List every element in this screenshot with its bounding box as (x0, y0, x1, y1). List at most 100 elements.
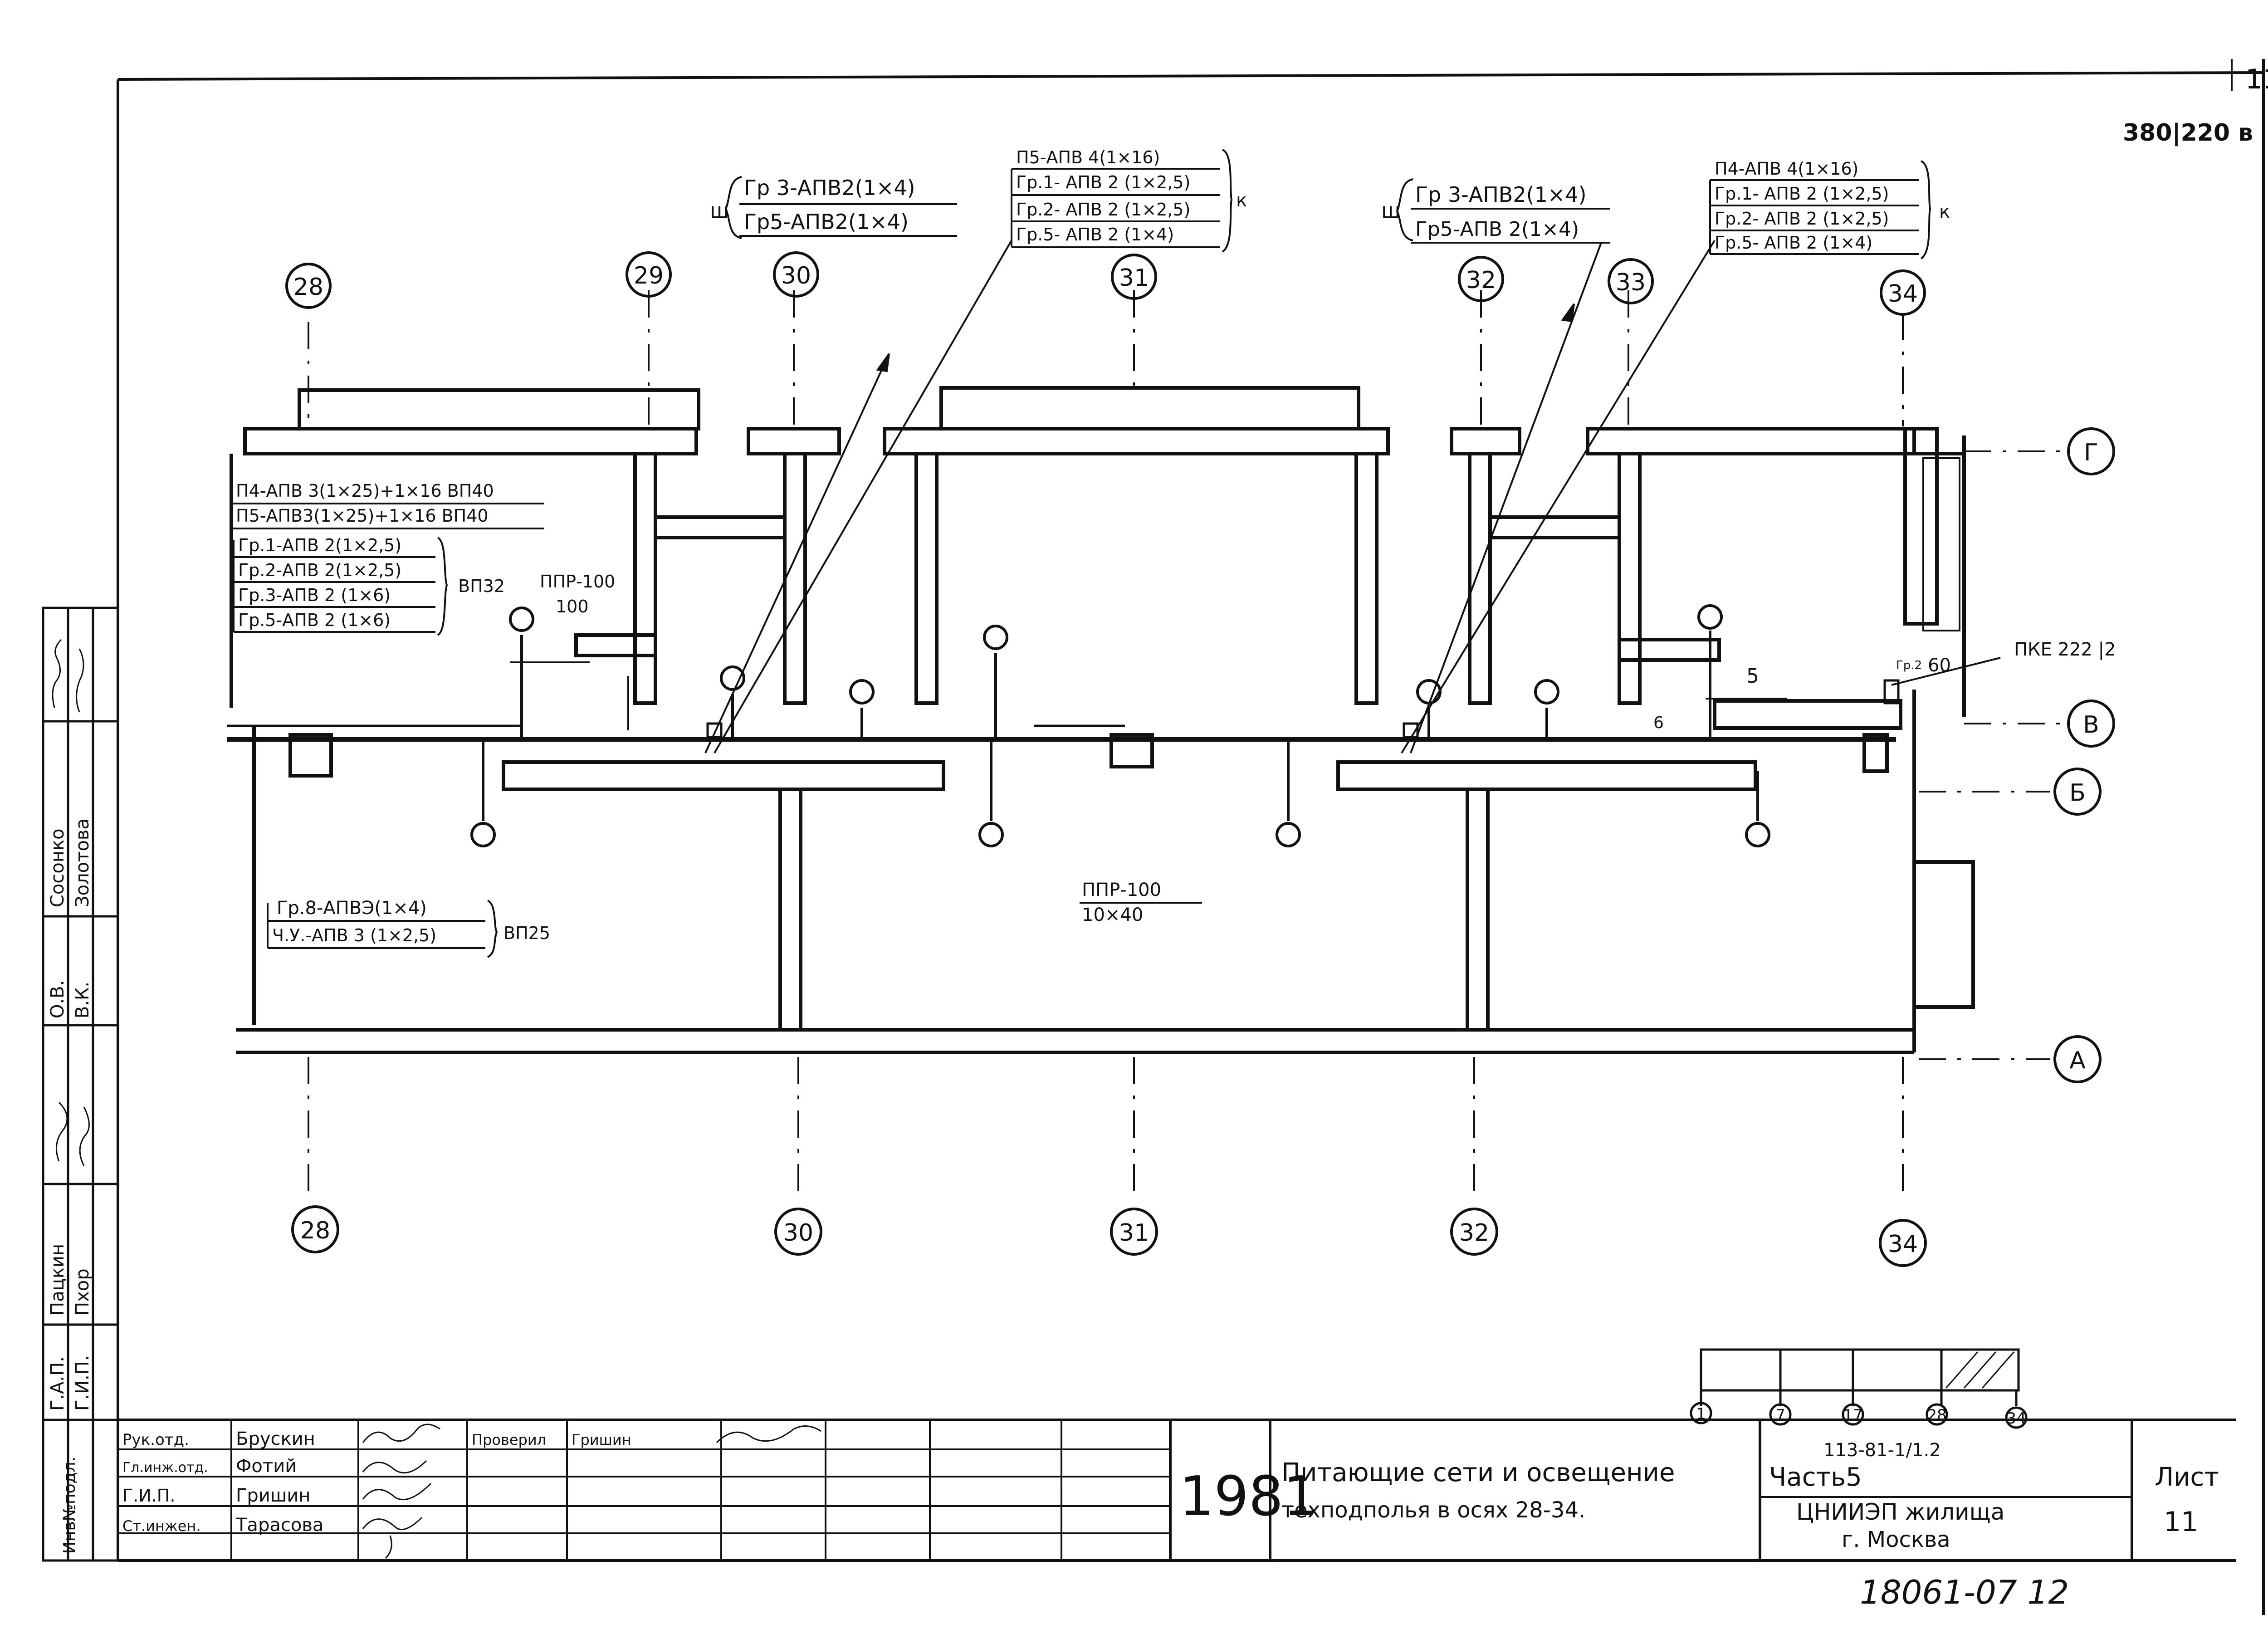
group-line: Гр.3-АПВ 2 (1×6) (238, 585, 391, 605)
staff-name: Тарасова (235, 1515, 323, 1536)
axis-marker-33: 33 (1608, 258, 1654, 304)
checked-label: Проверил (472, 1431, 546, 1448)
axis-label: А (2069, 1047, 2086, 1074)
axis-label: Г (2084, 439, 2098, 466)
pke-label: ПКЕ 222 |2 (2014, 639, 2116, 660)
callout-suffix: к (1939, 201, 1950, 222)
light-fixture (1697, 604, 1723, 739)
axis-label: 30 (783, 1219, 813, 1247)
axis-marker-31-bottom: 31 (1110, 1208, 1158, 1256)
light-fixture (849, 679, 875, 739)
axis-marker-34-bottom: 34 (1879, 1219, 1927, 1267)
staff-role: Гл.инж.отд. (122, 1460, 208, 1476)
leader-lines (510, 240, 2001, 754)
axis-bubbles-rows: Г В Б А (2053, 427, 2115, 1083)
ppr-label-top: ППР-100 (540, 572, 615, 592)
light-fixture (470, 739, 496, 847)
axis-marker-31-top: 31 (1111, 254, 1157, 300)
axis-label: 31 (1119, 1219, 1149, 1247)
gr2-label: Гр.2 (1896, 659, 1922, 672)
light-fixture (983, 625, 1008, 739)
groups-bottom: Гр.8-АПВЭ(1×4) Ч.У.-АПВ 3 (1×2,5) ВП25 (267, 898, 550, 958)
light-fixture (1276, 739, 1301, 847)
junction-boxes (706, 679, 1900, 739)
axis-label: 28 (293, 274, 323, 301)
pipe-label: ВП25 (503, 923, 550, 943)
callout-line: Гр5-АПВ2(1×4) (744, 210, 909, 234)
part-label: Часть5 (1769, 1463, 1862, 1492)
ppr-size-center: 10×40 (1082, 905, 1143, 925)
scale-label: 7 (1775, 1406, 1785, 1424)
title-signatures (362, 1424, 821, 1559)
pipe-label: ВП32 (458, 576, 505, 596)
callout-right-sh: ш Гр 3-АПВ2(1×4) Гр5-АПВ 2(1×4) (1381, 178, 1610, 244)
callout-line: Гр.2- АПВ 2 (1×2,5) (1016, 200, 1190, 220)
callout-line: Гр.5- АПВ 2 (1×4) (1715, 233, 1872, 253)
staff-role: Г.И.П. (122, 1486, 175, 1506)
stamp-name: Золотова (72, 818, 93, 907)
light-fixture (1745, 771, 1770, 847)
sheet-number: 11 (2164, 1506, 2198, 1538)
axis-bubbles-bottom: 28 30 31 32 34 (291, 1205, 1927, 1267)
stamp-role: В.К. (72, 982, 93, 1018)
callout-line: Гр5-АПВ 2(1×4) (1415, 218, 1579, 241)
axis-label: 31 (1119, 264, 1149, 292)
junction-box (706, 722, 723, 739)
light-fixtures (470, 604, 1770, 847)
ppr-size-top: 100 (556, 597, 589, 616)
voltage-label: 380|220 в (2123, 119, 2253, 147)
axis-label: 33 (1616, 269, 1646, 296)
callout-left-k: П5-АПВ 4(1×16) Гр.1- АПВ 2 (1×2,5) Гр.2-… (1011, 147, 1247, 253)
callout-line: Гр.1- АПВ 2 (1×2,5) (1715, 184, 1889, 204)
light-fixture (509, 607, 534, 739)
drawing-title-line2: техподполья в осях 28-34. (1281, 1497, 1585, 1523)
axis-label: В (2083, 711, 2099, 739)
stamp-role: Г.И.П. (72, 1355, 93, 1411)
checked-name: Гришин (572, 1431, 631, 1448)
signature (52, 639, 90, 1166)
axis-label: 28 (300, 1217, 330, 1244)
scale-bar (1690, 1348, 2028, 1429)
scale-label: 28 (1927, 1406, 1946, 1424)
axis-label: 32 (1459, 1219, 1489, 1247)
light-fixture (1534, 679, 1559, 739)
drawing-title-line1: Питающие сети и освещение (1281, 1458, 1675, 1487)
axis-marker-V: В (2067, 700, 2115, 748)
callout-line: Гр 3-АПВ2(1×4) (1415, 182, 1587, 207)
axis-label: Б (2069, 779, 2086, 807)
segment-number: 5 (1746, 665, 1759, 688)
callout-line: Гр.2- АПВ 2 (1×2,5) (1715, 209, 1889, 229)
axis-marker-B: Б (2053, 768, 2102, 816)
staff-role: Рук.отд. (122, 1431, 189, 1449)
stamp-name: Пхор (72, 1268, 93, 1316)
segment-number: 6 (1653, 714, 1664, 732)
axis-label: 29 (634, 262, 664, 289)
stamp-role: О.В. (47, 980, 68, 1018)
scale-label: 17 (1843, 1406, 1862, 1424)
axis-label: 30 (781, 262, 811, 289)
main-cable-run (227, 724, 1896, 742)
groups-left: Гр.1-АПВ 2(1×2,5) Гр.2-АПВ 2(1×2,5) Гр.3… (233, 535, 505, 636)
axis-marker-A: А (2053, 1035, 2102, 1083)
stamp-name: Сосонко (47, 828, 68, 907)
title-block (118, 1419, 2236, 1562)
axis-marker-34-top: 34 (1880, 269, 1926, 316)
axis-marker-32-bottom: 32 (1450, 1208, 1498, 1256)
axis-marker-30-top: 30 (773, 251, 819, 298)
sheet-label: Лист (2155, 1463, 2219, 1492)
axis-marker-28-top: 28 (285, 263, 332, 309)
group-line: Гр.1-АПВ 2(1×2,5) (238, 535, 401, 555)
axis-label: 34 (1888, 280, 1918, 308)
axis-marker-32-top: 32 (1458, 256, 1504, 302)
side-stamp (42, 607, 119, 1562)
axis-label: 32 (1466, 267, 1496, 294)
staff-name: Фотий (236, 1456, 297, 1477)
building-outline (230, 386, 1975, 1054)
axis-bubbles-top: 28 29 30 31 32 33 34 (285, 251, 1926, 316)
callout-line: П4-АПВ 4(1×16) (1715, 159, 1858, 179)
feed-cables-left: П4-АПВ 3(1×25)+1×16 ВП40 П5-АПВ3(1×25)+1… (231, 481, 544, 529)
stamp-inv: Инв№подл. (60, 1457, 79, 1554)
callout-line: Гр 3-АПВ2(1×4) (744, 176, 915, 200)
document-number: 18061-07 12 (1860, 1573, 2069, 1611)
